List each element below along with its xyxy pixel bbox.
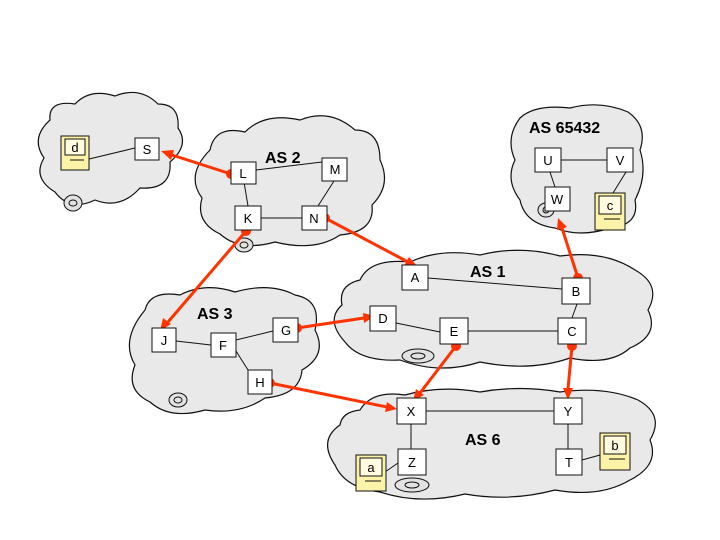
link-d-e	[395, 322, 441, 333]
link-a-z	[384, 462, 399, 473]
svg-text:W: W	[551, 192, 564, 207]
host-label-c: c	[607, 198, 614, 213]
link-a-b	[427, 277, 563, 290]
host-d: d	[60, 135, 90, 171]
router-j: J	[151, 327, 177, 353]
disk-icon	[394, 477, 430, 493]
router-u: U	[534, 147, 562, 173]
svg-text:M: M	[330, 162, 341, 177]
link-f-h	[235, 350, 249, 371]
router-l: L	[230, 161, 257, 185]
as-label-as6: AS 6	[465, 432, 501, 449]
router-v: V	[606, 147, 634, 173]
link-t-b	[581, 454, 601, 461]
host-a: a	[355, 454, 387, 492]
svg-text:D: D	[378, 311, 387, 326]
host-c: c	[594, 192, 626, 231]
as-label-as65432: AS 65432	[529, 120, 600, 137]
link-m-n	[317, 180, 335, 207]
link-l-m	[255, 161, 323, 171]
svg-text:A: A	[411, 270, 420, 285]
router-y: Y	[553, 397, 583, 425]
link-u-w	[549, 171, 556, 188]
svg-text:H: H	[255, 375, 264, 390]
router-n: N	[301, 205, 328, 231]
as-label-as3: AS 3	[197, 306, 233, 323]
internal-links	[84, 147, 627, 473]
router-a: A	[401, 264, 429, 291]
svg-text:Z: Z	[408, 455, 416, 470]
link-l-k	[243, 181, 249, 207]
arrowhead	[557, 218, 567, 230]
link-f-g	[235, 330, 274, 341]
svg-text:E: E	[450, 324, 459, 339]
router-f: F	[210, 332, 237, 358]
arrowhead	[161, 150, 174, 160]
disk-icon	[168, 392, 188, 408]
link-d-s	[84, 147, 136, 161]
router-g: G	[272, 317, 299, 343]
router-c: C	[557, 317, 587, 345]
svg-text:C: C	[567, 324, 576, 339]
link-b-c	[571, 303, 578, 319]
router-h: H	[247, 369, 273, 395]
svg-text:L: L	[239, 166, 246, 181]
router-s: S	[134, 137, 160, 161]
arrowhead	[563, 388, 573, 400]
svg-text:U: U	[543, 153, 552, 168]
host-label-d: d	[71, 140, 78, 155]
cloud-as2	[194, 115, 386, 247]
svg-text:B: B	[572, 284, 581, 299]
router-d: D	[369, 305, 397, 332]
svg-text:N: N	[309, 211, 318, 226]
svg-text:K: K	[244, 211, 253, 226]
router-k: K	[234, 205, 262, 231]
disk-icon	[234, 237, 254, 253]
link-v-c	[612, 171, 627, 194]
host-b: b	[599, 432, 631, 471]
svg-text:V: V	[616, 153, 625, 168]
svg-text:T: T	[565, 455, 573, 470]
router-w: W	[544, 186, 571, 212]
router-e: E	[439, 317, 469, 345]
cloud-d	[37, 91, 184, 206]
disk-icon	[63, 194, 83, 212]
host-label-a: a	[367, 460, 375, 475]
as-labels: AS 2 AS 65432 AS 1 AS 3 AS 6	[197, 120, 600, 449]
route-c-y	[563, 341, 577, 400]
svg-text:G: G	[281, 323, 291, 338]
router-z: Z	[397, 448, 427, 476]
svg-text:S: S	[143, 142, 152, 157]
svg-text:Y: Y	[564, 404, 573, 419]
as-label-as1: AS 1	[470, 264, 506, 281]
router-x: X	[396, 397, 427, 425]
router-t: T	[555, 448, 583, 476]
svg-text:F: F	[219, 338, 227, 353]
svg-text:X: X	[407, 404, 416, 419]
router-m: M	[321, 157, 348, 182]
host-label-b: b	[611, 438, 618, 453]
arrowhead	[385, 402, 397, 412]
as-label-as2: AS 2	[265, 150, 301, 167]
disk-icon	[401, 348, 435, 364]
link-j-f	[175, 340, 212, 346]
routers: S L M K N U V W A B D E C J F G H X Y Z …	[134, 137, 634, 476]
router-b: B	[561, 277, 591, 305]
svg-text:J: J	[161, 333, 168, 348]
